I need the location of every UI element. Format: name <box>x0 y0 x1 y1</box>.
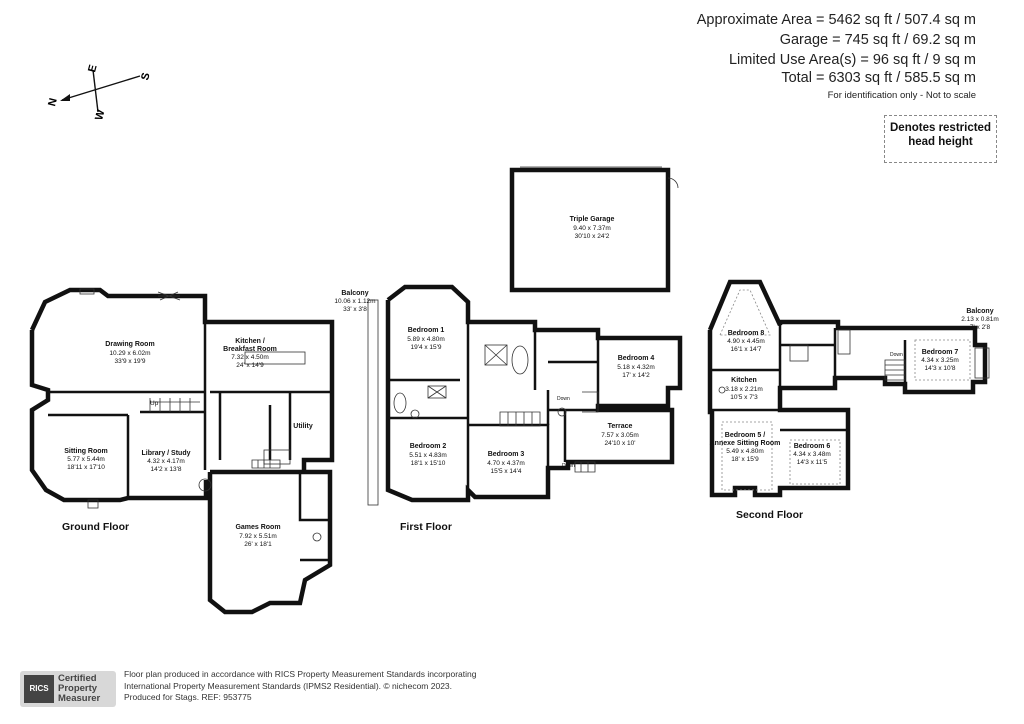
garage-area: Garage = 745 sq ft / 69.2 sq m <box>779 32 976 48</box>
first-stairs-down-1: Down <box>557 396 570 402</box>
bedroom-3-metric: 4.70 x 4.37m <box>487 460 525 467</box>
rics-logo: RICS Certified Property Measurer <box>20 671 116 707</box>
rics-badge: RICS <box>24 675 54 703</box>
bedroom-2-metric: 5.51 x 4.83m <box>409 452 447 459</box>
bedroom-1-imperial: 19'4 x 15'9 <box>410 344 441 351</box>
compass-icon: N E S W <box>46 63 152 121</box>
bedroom-1-metric: 5.89 x 4.80m <box>407 336 445 343</box>
compass-w: W <box>93 108 107 122</box>
garage-metric: 9.40 x 7.37m <box>573 225 611 232</box>
annexe-kitchen-metric: 3.18 x 2.21m <box>725 386 763 393</box>
scale-note: For identification only - Not to scale <box>827 90 976 101</box>
bedroom-3-name: Bedroom 3 <box>488 451 525 458</box>
bedroom-4-name: Bedroom 4 <box>618 355 655 362</box>
rics-line-1: Certified <box>58 673 97 684</box>
utility-name: Utility <box>293 423 313 430</box>
drawing-room-metric: 10.29 x 6.02m <box>109 350 150 357</box>
terrace-name: Terrace <box>608 423 633 430</box>
kitchen-imperial: 24' x 14'9 <box>236 362 264 369</box>
bedroom-8-name: Bedroom 8 <box>728 330 765 337</box>
garage-name: Triple Garage <box>570 216 615 223</box>
approximate-area: Approximate Area = 5462 sq ft / 507.4 sq… <box>696 12 976 28</box>
second-floor-plan <box>707 279 990 498</box>
first-stairs-down-2: Down <box>562 463 575 469</box>
bedroom-2-name: Bedroom 2 <box>410 443 447 450</box>
bedroom-6-metric: 4.34 x 3.48m <box>793 451 831 458</box>
terrace-imperial: 24'10 x 10' <box>604 440 635 447</box>
annexe-kitchen-imperial: 10'5 x 7'3 <box>730 394 758 401</box>
rics-text: Certified Property Measurer <box>58 674 100 704</box>
second-stairs-down: Down <box>890 352 903 358</box>
bedroom-2-imperial: 18'1 x 15'10 <box>411 460 446 467</box>
ground-floor-plan <box>29 287 335 615</box>
games-room-imperial: 26' x 18'1 <box>244 541 272 548</box>
sitting-room-metric: 5.77 x 5.44m <box>67 456 105 463</box>
balcony-1-imperial: 33' x 3'8 <box>343 306 367 313</box>
games-room-name: Games Room <box>235 524 280 531</box>
footer-line-2: International Property Measurement Stand… <box>124 680 453 691</box>
games-room-metric: 7.92 x 5.51m <box>239 533 277 540</box>
kitchen-name-1: Kitchen / <box>235 338 265 345</box>
footer-notes: Floor plan produced in accordance with R… <box>124 669 476 704</box>
bedroom-5-name-1: Bedroom 5 / <box>725 432 766 439</box>
balcony-1-metric: 10.06 x 1.12m <box>334 298 375 305</box>
balcony-1-name: Balcony <box>341 290 368 297</box>
library-name: Library / Study <box>141 450 190 457</box>
bedroom-7-metric: 4.34 x 3.25m <box>921 357 959 364</box>
bedroom-7-name: Bedroom 7 <box>922 349 959 356</box>
ground-stairs-up: Up <box>150 400 159 407</box>
bedroom-3-imperial: 15'5 x 14'4 <box>490 468 521 475</box>
bedroom-5-metric: 5.49 x 4.80m <box>726 448 764 455</box>
restricted-line-2: head height <box>908 136 973 148</box>
ground-floor-label: Ground Floor <box>62 521 129 533</box>
garage-imperial: 30'10 x 24'2 <box>575 233 610 240</box>
kitchen-name-2: Breakfast Room <box>223 346 277 353</box>
garage-plan <box>509 166 679 293</box>
bedroom-1-name: Bedroom 1 <box>408 327 445 334</box>
footer-line-3: Produced for Stags. REF: 953775 <box>124 692 252 702</box>
balcony-2-metric: 2.13 x 0.81m <box>961 316 999 323</box>
bedroom-4-imperial: 17' x 14'2 <box>622 372 650 379</box>
restricted-line-1: Denotes restricted <box>890 122 991 134</box>
sitting-room-name: Sitting Room <box>64 448 108 455</box>
footer-line-1: Floor plan produced in accordance with R… <box>124 669 477 679</box>
rics-line-3: Measurer <box>58 693 101 704</box>
library-imperial: 14'2 x 13'8 <box>150 466 181 473</box>
first-floor-label: First Floor <box>400 521 452 533</box>
bedroom-6-name: Bedroom 6 <box>794 443 831 450</box>
rics-line-2: Property <box>58 683 98 694</box>
bedroom-6-imperial: 14'3 x 11'5 <box>797 459 828 466</box>
annexe-kitchen-name: Kitchen <box>731 377 757 384</box>
bedroom-5-name-2: Annexe Sitting Room <box>710 440 781 447</box>
balcony-2-name: Balcony <box>966 308 993 315</box>
restricted-height-key: Denotes restricted head height <box>884 115 997 163</box>
limited-use-area: Limited Use Area(s) = 96 sq ft / 9 sq m <box>728 52 976 68</box>
total-area: Total = 6303 sq ft / 585.5 sq m <box>781 70 976 86</box>
library-metric: 4.32 x 4.17m <box>147 458 185 465</box>
compass-n: N <box>46 97 60 108</box>
drawing-room-imperial: 33'9 x 19'9 <box>114 358 145 365</box>
drawing-room-name: Drawing Room <box>105 341 154 348</box>
bedroom-8-imperial: 16'1 x 14'7 <box>730 346 761 353</box>
bedroom-8-metric: 4.90 x 4.45m <box>727 338 765 345</box>
bedroom-5-imperial: 18' x 15'9 <box>731 456 759 463</box>
sitting-room-imperial: 18'11 x 17'10 <box>67 464 105 471</box>
first-floor-plan <box>367 284 683 506</box>
bedroom-4-metric: 5.18 x 4.32m <box>617 364 655 371</box>
compass-s: S <box>139 71 152 81</box>
kitchen-metric: 7.32 x 4.50m <box>231 354 269 361</box>
compass-e: E <box>86 63 99 73</box>
terrace-metric: 7.57 x 3.05m <box>601 432 639 439</box>
balcony-2-imperial: 7' x 2'8 <box>970 324 991 331</box>
second-floor-label: Second Floor <box>736 509 803 521</box>
bedroom-7-imperial: 14'3 x 10'8 <box>924 365 955 372</box>
